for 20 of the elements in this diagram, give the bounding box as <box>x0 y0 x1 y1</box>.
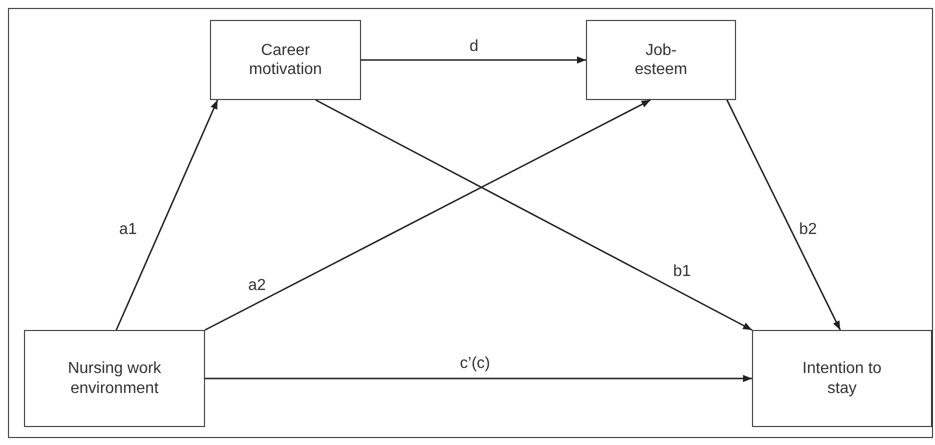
arrow <box>361 56 586 64</box>
node-label: Nursing work environment <box>66 359 162 398</box>
edge-label: c’(c) <box>460 355 490 373</box>
arrow <box>204 99 651 331</box>
process-box <box>752 330 932 427</box>
arrow <box>205 374 752 382</box>
node-label: Job- esteem <box>634 40 688 80</box>
node-label: Career motivation <box>248 40 323 80</box>
edge-label: a1 <box>119 221 137 239</box>
arrow <box>116 100 218 330</box>
node-label: Intention to stay <box>801 359 883 398</box>
edge-label: a2 <box>248 277 266 295</box>
edge-label: b1 <box>673 263 691 281</box>
edge-label: b2 <box>799 221 817 239</box>
process-box <box>24 330 205 427</box>
arrow <box>726 100 841 330</box>
process-box <box>210 20 361 100</box>
process-box <box>586 20 736 100</box>
arrow <box>315 99 752 331</box>
edge-label: d <box>470 38 478 56</box>
